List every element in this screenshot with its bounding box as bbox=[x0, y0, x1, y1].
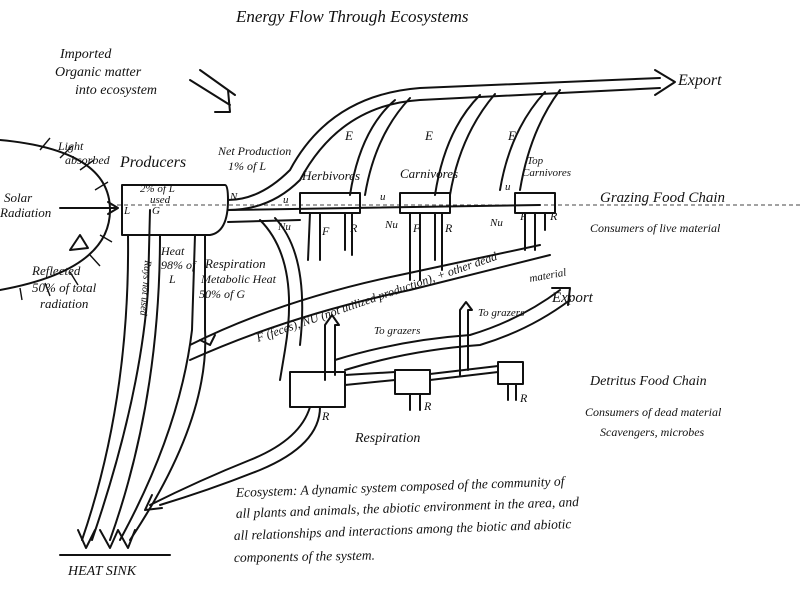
export-arrow bbox=[654, 69, 676, 96]
heat-label-3: L bbox=[168, 272, 176, 286]
e-label-1: E bbox=[344, 128, 353, 143]
nu-branch bbox=[259, 217, 304, 381]
net-production-1: Net Production bbox=[217, 144, 291, 158]
imported-arrow bbox=[189, 69, 236, 113]
herbivores-label: Herbivores bbox=[301, 168, 360, 183]
detritus-export bbox=[334, 287, 571, 371]
export-lower-label: Export bbox=[551, 290, 594, 306]
e-label-2: E bbox=[424, 128, 433, 143]
respiration-detritus-label: Respiration bbox=[354, 431, 420, 446]
carnivores-label: Carnivores bbox=[400, 166, 458, 181]
f-label-3: F bbox=[519, 209, 528, 223]
heat-flow bbox=[81, 209, 161, 541]
rays-not-used-label: Rays not used bbox=[137, 259, 153, 317]
e-branches bbox=[349, 89, 561, 196]
detritus-r-3: R bbox=[519, 391, 528, 405]
heat-label-1: Heat bbox=[160, 244, 185, 258]
solar-label-1: Solar bbox=[4, 190, 33, 205]
light-absorbed-1: Light bbox=[57, 139, 84, 153]
definition-line-3: all relationships and interactions among… bbox=[234, 516, 572, 543]
reflected-label-2: 50% of total bbox=[32, 280, 97, 295]
producers-used-1: 2% of L bbox=[140, 183, 175, 195]
respiration-producers-3: 50% of G bbox=[199, 287, 245, 301]
export-top-label: Export bbox=[677, 72, 722, 89]
detritus-box-1 bbox=[289, 371, 346, 408]
heat-sink-label: HEAT SINK bbox=[67, 564, 137, 579]
nu-label-1: Nu bbox=[277, 221, 291, 233]
f-label-1: F bbox=[321, 224, 330, 238]
detritus-r-outflows bbox=[409, 383, 517, 411]
heat-sink-arrows bbox=[77, 529, 136, 549]
consumer-outflows bbox=[307, 212, 546, 281]
u-label-1: u bbox=[283, 194, 289, 206]
diagram-title: Energy Flow Through Ecosystems bbox=[235, 7, 469, 26]
producers-l: L bbox=[123, 205, 130, 217]
definition-line-4: components of the system. bbox=[234, 548, 375, 565]
detritus-r-1: R bbox=[321, 409, 330, 423]
imported-label-1: Imported bbox=[59, 47, 112, 62]
detritus-box-2 bbox=[394, 369, 431, 395]
herbivores-box bbox=[299, 192, 361, 214]
nu-label-3: Nu bbox=[489, 217, 503, 229]
e-label-3: E bbox=[507, 128, 516, 143]
grazing-subtitle: Consumers of live material bbox=[590, 221, 721, 235]
top-carnivores-label-2: Carnivores bbox=[522, 167, 571, 179]
respiration-producers-2: Metabolic Heat bbox=[200, 272, 277, 286]
producers-n: N bbox=[229, 191, 238, 203]
r-label-3: R bbox=[549, 209, 558, 223]
detritus-links bbox=[344, 365, 499, 386]
nu-label-2: Nu bbox=[384, 219, 398, 231]
detritus-title: Detritus Food Chain bbox=[589, 374, 707, 389]
net-production-2: 1% of L bbox=[228, 159, 266, 173]
reflected-label-3: radiation bbox=[40, 296, 88, 311]
grazing-title: Grazing Food Chain bbox=[600, 190, 725, 206]
solar-label-2: Radiation bbox=[0, 205, 51, 220]
imported-label-3: into ecosystem bbox=[75, 83, 157, 98]
r-label-1: R bbox=[349, 221, 358, 235]
to-grazers-label-1: To grazers bbox=[374, 325, 420, 337]
detritus-r-2: R bbox=[423, 399, 432, 413]
to-grazers-label-2: To grazers bbox=[478, 307, 524, 319]
detritus-subtitle-1: Consumers of dead material bbox=[585, 405, 722, 419]
u-label-3: u bbox=[505, 181, 511, 193]
carnivores-box bbox=[399, 192, 451, 214]
producers-label: Producers bbox=[119, 154, 186, 171]
imported-label-2: Organic matter bbox=[55, 65, 142, 80]
reflected-label-1: Reflected bbox=[31, 263, 81, 278]
down-arrow bbox=[199, 334, 216, 346]
producers-used-2: used bbox=[150, 194, 171, 206]
detritus-respiration-flow bbox=[144, 406, 321, 511]
solar-arrow bbox=[59, 201, 119, 215]
heat-label-2: 98% of bbox=[161, 258, 197, 272]
sun-rays bbox=[19, 137, 113, 301]
top-carnivores-label-1: Top bbox=[527, 155, 544, 167]
producers-g: G bbox=[152, 205, 160, 217]
respiration-producers-1: Respiration bbox=[204, 256, 266, 271]
reflected-arrow bbox=[69, 234, 89, 251]
u-label-2: u bbox=[380, 191, 386, 203]
r-label-2: R bbox=[444, 221, 453, 235]
to-grazers-arrows bbox=[324, 301, 473, 381]
grazing-chain-line bbox=[227, 204, 541, 223]
sun-shape bbox=[0, 139, 111, 291]
dead-material-label-2: material bbox=[528, 267, 567, 285]
f-label-2: F bbox=[412, 221, 421, 235]
detritus-subtitle-2: Scavengers, microbes bbox=[600, 425, 705, 439]
light-absorbed-2: absorbed bbox=[65, 153, 111, 167]
